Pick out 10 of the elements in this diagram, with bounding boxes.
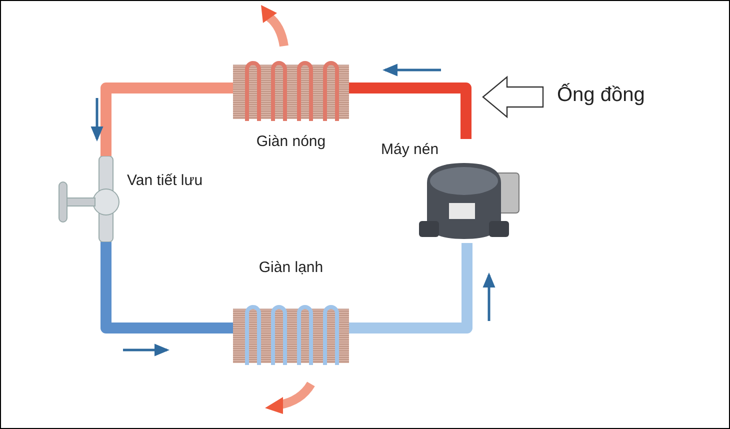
component-label: Giàn nóng (255, 133, 327, 152)
pipe (100, 82, 233, 156)
pipe (100, 242, 233, 334)
component-label: Ống đồng (557, 83, 645, 108)
hollow-arrow (482, 76, 544, 118)
pipe (349, 82, 472, 139)
component-label: Van tiết lưu (127, 172, 203, 191)
component-label: Giàn lạnh (258, 259, 324, 278)
pipe (349, 243, 472, 334)
component-label: Máy nén (381, 141, 439, 160)
